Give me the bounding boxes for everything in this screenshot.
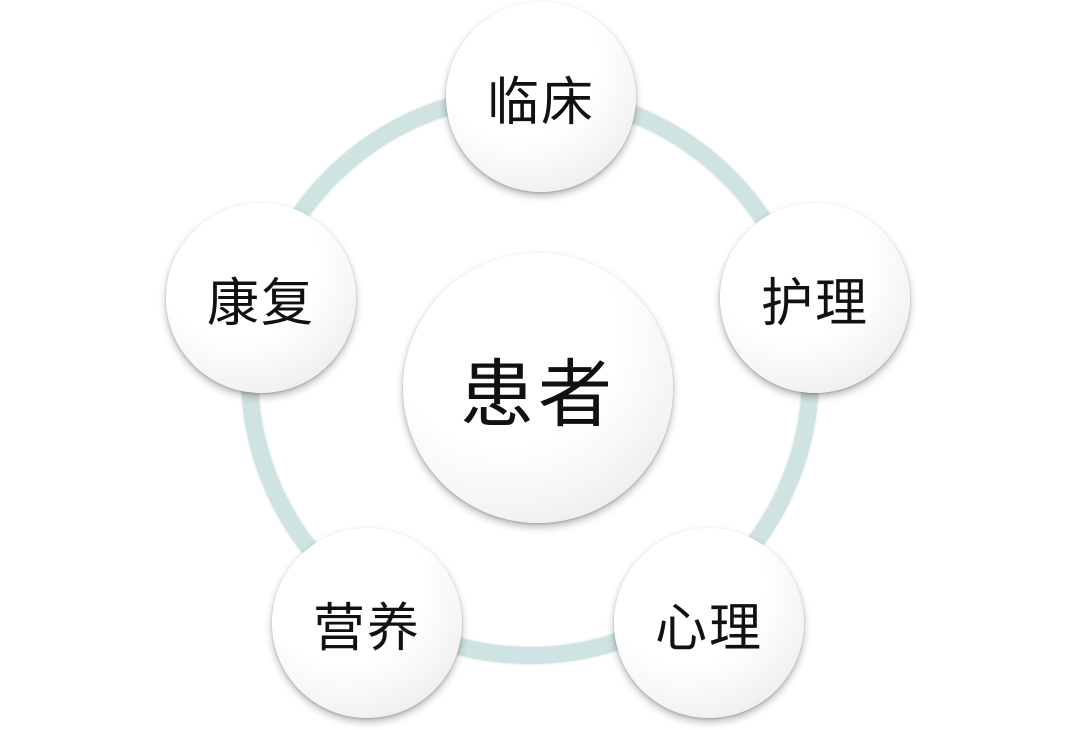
node-clinical-label: 临床 [486, 72, 595, 133]
node-psychology: 心理 [614, 528, 804, 718]
node-rehabilitation-label: 康复 [206, 273, 315, 334]
node-clinical: 临床 [446, 2, 636, 192]
node-rehabilitation: 康复 [166, 203, 356, 393]
node-nursing: 护理 [720, 203, 910, 393]
node-nursing-label: 护理 [760, 273, 869, 334]
node-psychology-label: 心理 [654, 598, 763, 659]
center-node-label: 患者 [460, 351, 616, 438]
node-nutrition-label: 营养 [312, 598, 421, 659]
center-node-patient: 患者 [403, 253, 673, 523]
node-nutrition: 营养 [272, 528, 462, 718]
